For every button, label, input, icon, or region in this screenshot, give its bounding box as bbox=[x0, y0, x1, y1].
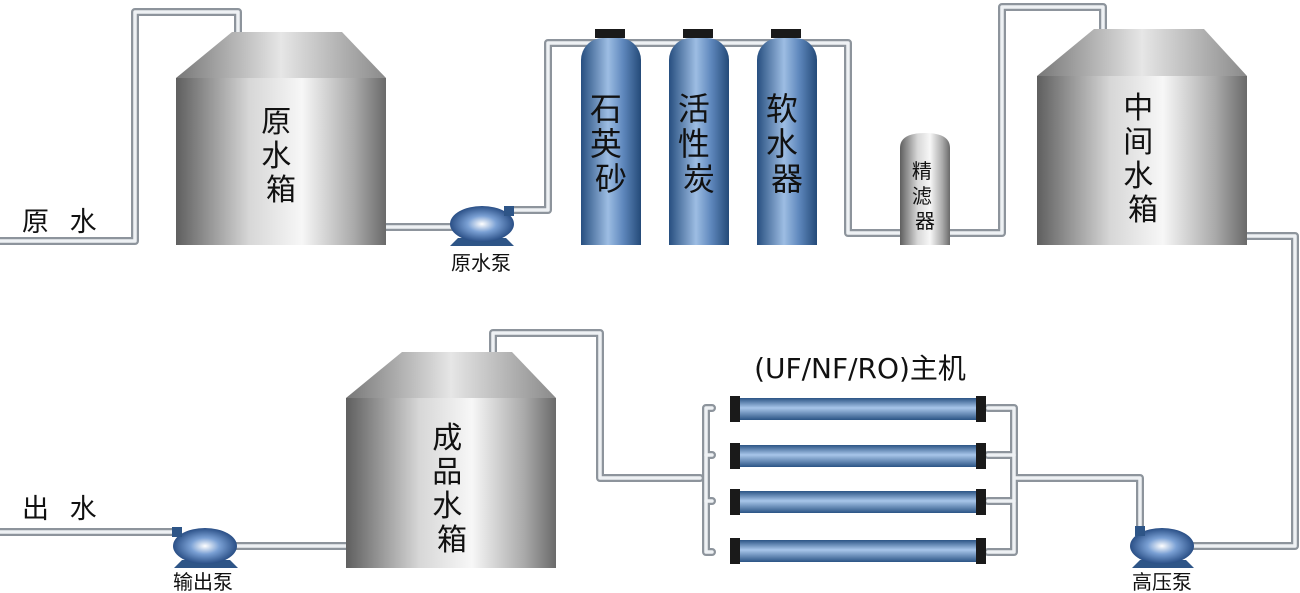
quartz-sand-filter: 石 英 砂 bbox=[581, 29, 641, 245]
raw-pump-label: 原水泵 bbox=[451, 251, 511, 275]
intermediate-label-4: 箱 bbox=[1128, 193, 1158, 228]
membrane-tube-4 bbox=[730, 538, 986, 564]
product-label-4: 箱 bbox=[437, 523, 467, 558]
precision-label-2: 滤 bbox=[912, 184, 932, 208]
intermediate-label-2: 间 bbox=[1123, 125, 1153, 160]
high-pressure-pump: 高压泵 bbox=[1130, 526, 1194, 593]
carbon-label-1: 活 bbox=[678, 90, 710, 128]
raw-water-pump: 原水泵 bbox=[450, 206, 514, 275]
product-label-2: 品 bbox=[432, 455, 462, 490]
intermediate-tank: 中 间 水 箱 bbox=[1037, 29, 1247, 245]
membrane-tube-2 bbox=[730, 443, 986, 469]
membrane-unit-title: (UF/NF/RO)主机 bbox=[754, 352, 966, 385]
inlet-label: 原 水 bbox=[22, 207, 103, 238]
svg-text:成 品 水 箱: 成 品 水 箱 bbox=[432, 421, 472, 558]
output-pump-label: 输出泵 bbox=[173, 570, 233, 593]
softener-label-2: 水 bbox=[766, 125, 798, 163]
intermediate-label-3: 水 bbox=[1123, 159, 1153, 194]
precision-label-3: 器 bbox=[915, 209, 935, 233]
carbon-label-2: 性 bbox=[678, 125, 710, 163]
product-water-tank: 成 品 水 箱 bbox=[346, 352, 556, 568]
raw-water-tank: 原 水 箱 bbox=[176, 32, 386, 245]
svg-text:精 滤 器: 精 滤 器 bbox=[912, 159, 938, 233]
membrane-tube-3 bbox=[730, 489, 986, 515]
product-label-3: 水 bbox=[432, 489, 462, 524]
activated-carbon-filter: 活 性 炭 bbox=[669, 29, 729, 245]
raw-tank-label-1: 原 bbox=[261, 105, 291, 140]
membrane-tube-1 bbox=[730, 396, 986, 422]
quartz-label-1: 石 bbox=[590, 90, 622, 128]
product-label-1: 成 bbox=[432, 421, 462, 456]
raw-tank-label-3: 箱 bbox=[266, 173, 296, 208]
membrane-unit: (UF/NF/RO)主机 bbox=[730, 352, 986, 564]
softener-label-3: 器 bbox=[771, 160, 803, 198]
precision-filter: 精 滤 器 bbox=[900, 133, 950, 245]
quartz-label-2: 英 bbox=[590, 125, 622, 163]
svg-text:原 水 箱: 原 水 箱 bbox=[261, 105, 301, 208]
svg-text:中 间 水 箱: 中 间 水 箱 bbox=[1123, 91, 1163, 228]
hp-pump-label: 高压泵 bbox=[1132, 570, 1192, 593]
raw-tank-label-2: 水 bbox=[261, 139, 291, 174]
water-softener: 软 水 器 bbox=[757, 29, 817, 245]
quartz-label-3: 砂 bbox=[595, 160, 627, 198]
svg-text:石 英 砂: 石 英 砂 bbox=[590, 90, 632, 198]
precision-label-1: 精 bbox=[912, 159, 932, 183]
output-pump: 输出泵 bbox=[172, 527, 238, 593]
svg-text:活 性 炭: 活 性 炭 bbox=[678, 90, 720, 198]
intermediate-label-1: 中 bbox=[1123, 91, 1153, 126]
svg-text:软 水 器: 软 水 器 bbox=[766, 90, 808, 198]
outlet-label: 出 水 bbox=[22, 494, 103, 525]
carbon-label-3: 炭 bbox=[683, 160, 715, 198]
softener-label-1: 软 bbox=[766, 90, 798, 128]
